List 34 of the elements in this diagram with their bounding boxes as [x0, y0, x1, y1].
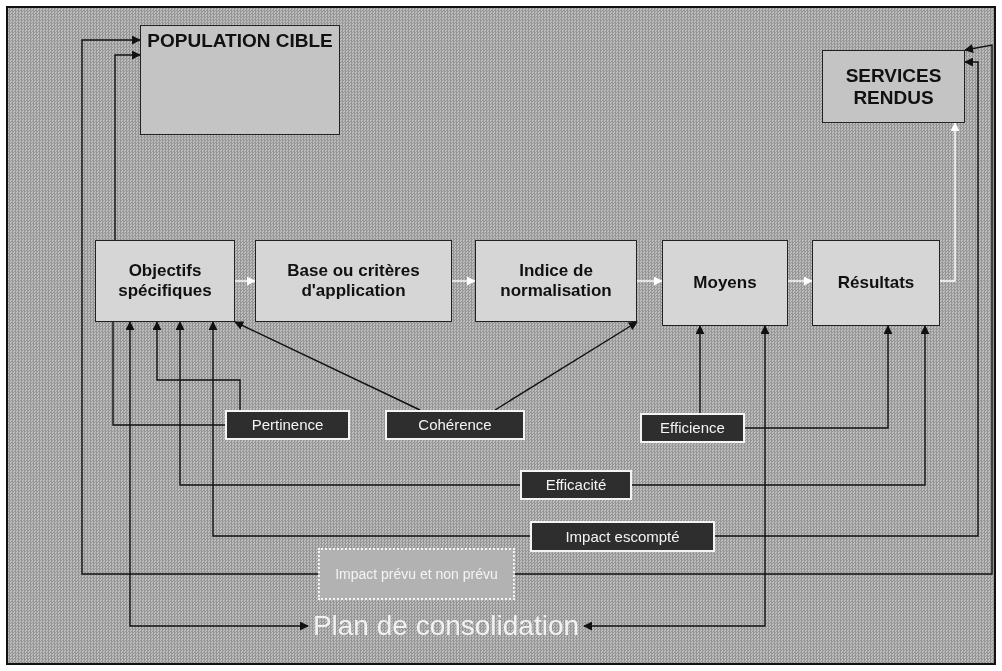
arrow: [234, 276, 256, 286]
arrow: [125, 321, 309, 631]
criterion-box: Efficacité: [520, 470, 632, 500]
arrow: [451, 276, 476, 286]
criterion-box: Cohérence: [385, 410, 525, 440]
process-box: Base ou critères d'application: [255, 240, 452, 322]
process-box: POPULATION CIBLE: [140, 25, 340, 135]
connector-line: [112, 321, 226, 426]
criterion-box: Efficience: [640, 413, 745, 443]
process-box: Impact prévu et non prévu: [318, 548, 515, 600]
criterion-box: Pertinence: [225, 410, 350, 440]
arrow: [631, 325, 930, 486]
arrow: [714, 57, 979, 537]
process-box: Objectifs spécifiques: [95, 240, 235, 322]
arrow: [81, 35, 319, 575]
arrow: [514, 44, 993, 575]
process-box: Résultats: [812, 240, 940, 326]
arrow: [234, 321, 421, 411]
criterion-box: Impact escompté: [530, 521, 715, 552]
plan-label: Plan de consolidation: [308, 609, 584, 643]
arrow: [787, 276, 813, 286]
arrow: [208, 321, 531, 537]
arrow: [114, 50, 141, 241]
process-box: Moyens: [662, 240, 788, 326]
process-box: SERVICES RENDUS: [822, 50, 965, 123]
arrow: [175, 321, 521, 486]
arrow: [744, 325, 893, 429]
arrow: [152, 321, 241, 411]
process-box: Indice de normalisation: [475, 240, 637, 322]
arrow: [939, 122, 960, 282]
arrow: [636, 276, 663, 286]
arrow: [494, 321, 638, 411]
arrow: [583, 325, 770, 631]
arrow: [695, 325, 705, 414]
